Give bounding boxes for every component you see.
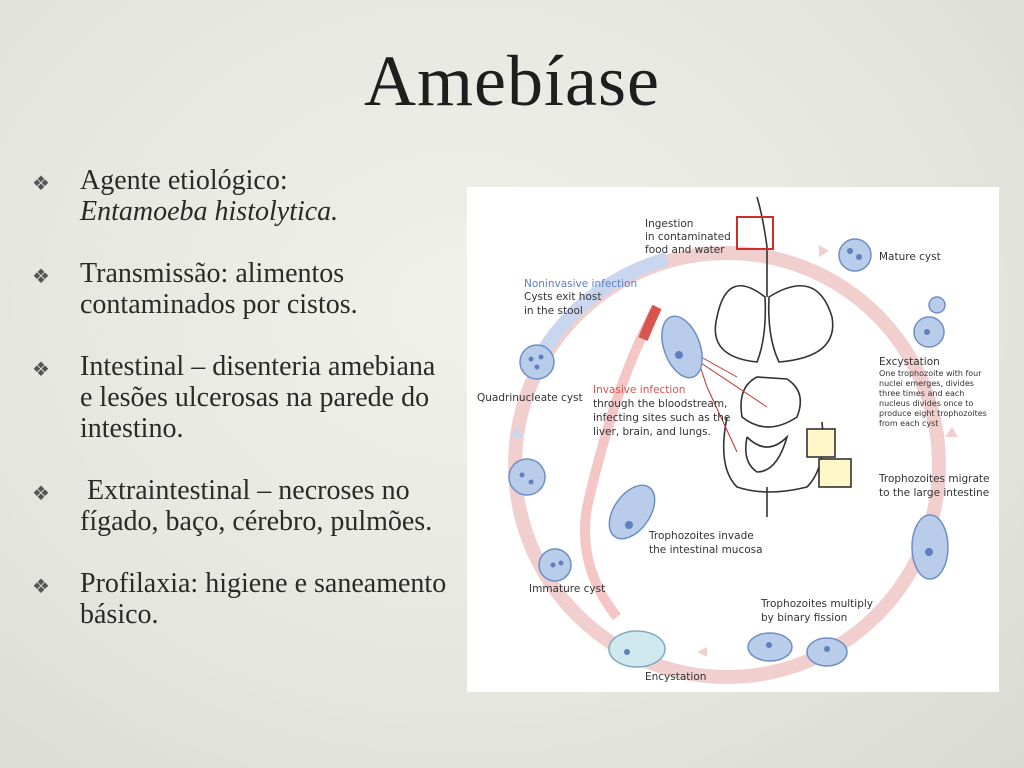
diamond-bullet-icon: ❖: [32, 483, 50, 505]
noninvasive-desc-2: in the stool: [524, 305, 583, 317]
quadrinucleate-label: Quadrinucleate cyst: [477, 392, 583, 404]
invasive-arc-head: [638, 304, 662, 341]
excystation-desc-5: produce eight trophozoites: [879, 409, 987, 418]
invasive-trophozoite-cell: [661, 315, 703, 379]
bullet-text: Agente etiológico:: [80, 165, 288, 196]
mature-cyst-cell: [838, 238, 872, 272]
bullet-prophylaxis: ❖ Profilaxia: higiene e saneamento básic…: [32, 568, 452, 630]
mature-cyst-label: Mature cyst: [879, 251, 941, 263]
pointer-line: [691, 356, 768, 408]
invasive-desc-2: infecting sites such as the: [593, 412, 730, 424]
species-name: Entamoeba histolytica.: [80, 196, 339, 227]
bullet-extraintestinal: ❖ Extraintestinal – necroses no fígado, …: [32, 475, 452, 537]
uninucleate-cyst-cell: [508, 458, 546, 496]
arrow-head-icon: [819, 245, 829, 257]
life-cycle-diagram: Ingestion in contaminated food and water…: [467, 187, 999, 692]
digestive-tract-illustration: [696, 196, 852, 517]
migrate-label-1: Trophozoites migrate: [878, 473, 990, 485]
arrow-head-icon: [945, 427, 958, 437]
encystation-cell: [608, 630, 666, 668]
invasive-arc: [580, 304, 662, 621]
binary-fission-cells: [747, 632, 848, 667]
diamond-bullet-icon: ❖: [32, 173, 50, 195]
multiply-label-1: Trophozoites multiply: [760, 598, 873, 610]
migrate-label-2: to the large intestine: [879, 487, 989, 499]
invading-trophozoite-cell: [608, 484, 656, 540]
ingestion-label-3: food and water: [645, 244, 725, 256]
excystation-desc-4: nucleus divides once to: [879, 399, 973, 408]
diamond-bullet-icon: ❖: [32, 266, 50, 288]
invasive-title: Invasive infection: [593, 384, 685, 396]
excystation-desc-1: One trophozoite with four: [879, 369, 982, 378]
bullet-text: Extraintestinal – necroses no fígado, ba…: [80, 475, 433, 537]
diamond-bullet-icon: ❖: [32, 359, 50, 381]
excystation-desc-2: nuclei emerges, divides: [879, 379, 974, 388]
multiply-label-2: by binary fission: [761, 612, 847, 624]
ingestion-label-1: Ingestion: [645, 218, 693, 230]
bullet-text: Transmissão: alimentos contaminados por …: [80, 258, 358, 320]
bullet-intestinal: ❖ Intestinal – disenteria amebiana e les…: [32, 351, 452, 444]
invade-label-1: Trophozoites invade: [648, 530, 754, 542]
noninvasive-desc-1: Cysts exit host: [524, 291, 601, 303]
migrating-trophozoite-cell: [911, 514, 949, 580]
slide-title: Amebíase: [364, 41, 660, 121]
bullet-list: ❖ Agente etiológico: Entamoeba histolyti…: [32, 165, 452, 661]
excystation-label: Excystation: [879, 356, 940, 368]
life-cycle-svg: Ingestion in contaminated food and water…: [477, 196, 990, 684]
noninvasive-arc: [530, 252, 669, 366]
excystation-cell: [913, 296, 946, 348]
excystation-desc-3: three times and each: [879, 389, 964, 398]
diamond-bullet-icon: ❖: [32, 576, 50, 598]
immature-cyst-cell: [538, 548, 572, 582]
encystation-label: Encystation: [645, 671, 706, 683]
quadrinucleate-cyst-cell: [519, 344, 555, 380]
ingestion-label-2: in contaminated: [645, 231, 731, 243]
bullet-agent: ❖ Agente etiológico: Entamoeba histolyti…: [32, 165, 452, 227]
bullet-transmission: ❖ Transmissão: alimentos contaminados po…: [32, 258, 452, 320]
invade-label-2: the intestinal mucosa: [649, 544, 763, 556]
noninvasive-title: Noninvasive infection: [524, 278, 637, 290]
immature-cyst-label: Immature cyst: [529, 583, 605, 595]
invasive-desc-1: through the bloodstream,: [593, 398, 727, 410]
excystation-desc-6: from each cyst: [879, 419, 938, 428]
arrow-head-icon: [697, 647, 707, 657]
invasive-desc-3: liver, brain, and lungs.: [593, 426, 711, 438]
bullet-text: Profilaxia: higiene e saneamento básico.: [80, 568, 447, 630]
arrow-head-icon: [511, 427, 523, 437]
bullet-text: Intestinal – disenteria amebiana e lesõe…: [80, 351, 436, 444]
